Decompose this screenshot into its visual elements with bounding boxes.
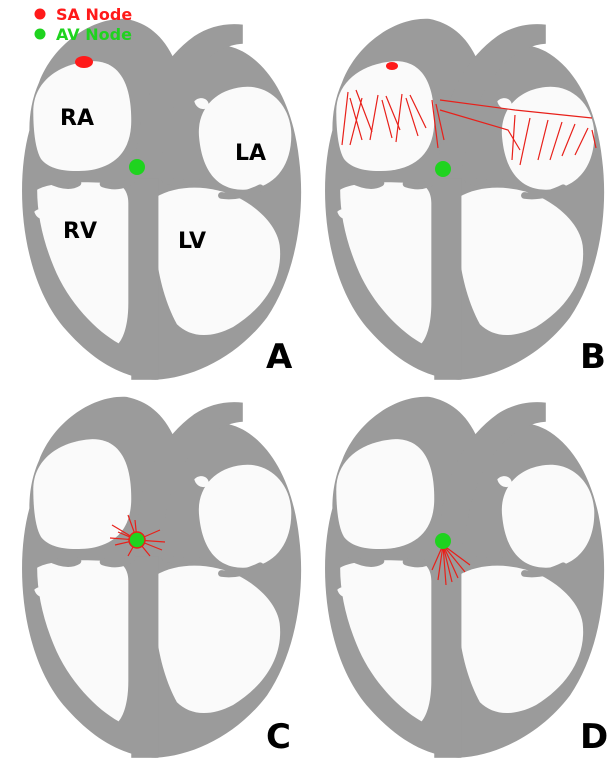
panel-b [325,19,604,380]
legend-av-node-label: AV Node [56,25,132,44]
heart-cross-section-a [22,19,301,380]
sa-node-a [75,56,93,68]
heart-cross-section-c [22,397,301,758]
label-lv: LV [178,229,206,254]
panel-d [325,397,604,758]
panel-letter-d: D [580,717,608,757]
panel-c [22,397,301,758]
panel-letter-b: B [580,337,606,377]
av-node-a [129,159,145,175]
av-node-c [129,532,145,548]
legend-sa-node-label: SA Node [56,5,132,24]
sa-node-b [386,62,398,70]
heart-cross-section-b [325,19,604,380]
label-la: LA [235,141,266,166]
label-ra: RA [60,106,94,131]
legend-sa-node-marker [35,9,46,20]
av-node-b [435,161,451,177]
legend: SA Node AV Node [35,5,133,44]
panel-letter-a: A [266,337,293,377]
panel-a [22,19,301,380]
legend-av-node-marker [35,29,46,40]
heart-cross-section-d [325,397,604,758]
label-rv: RV [63,219,97,244]
av-node-d [435,533,451,549]
panel-letter-c: C [266,717,291,757]
